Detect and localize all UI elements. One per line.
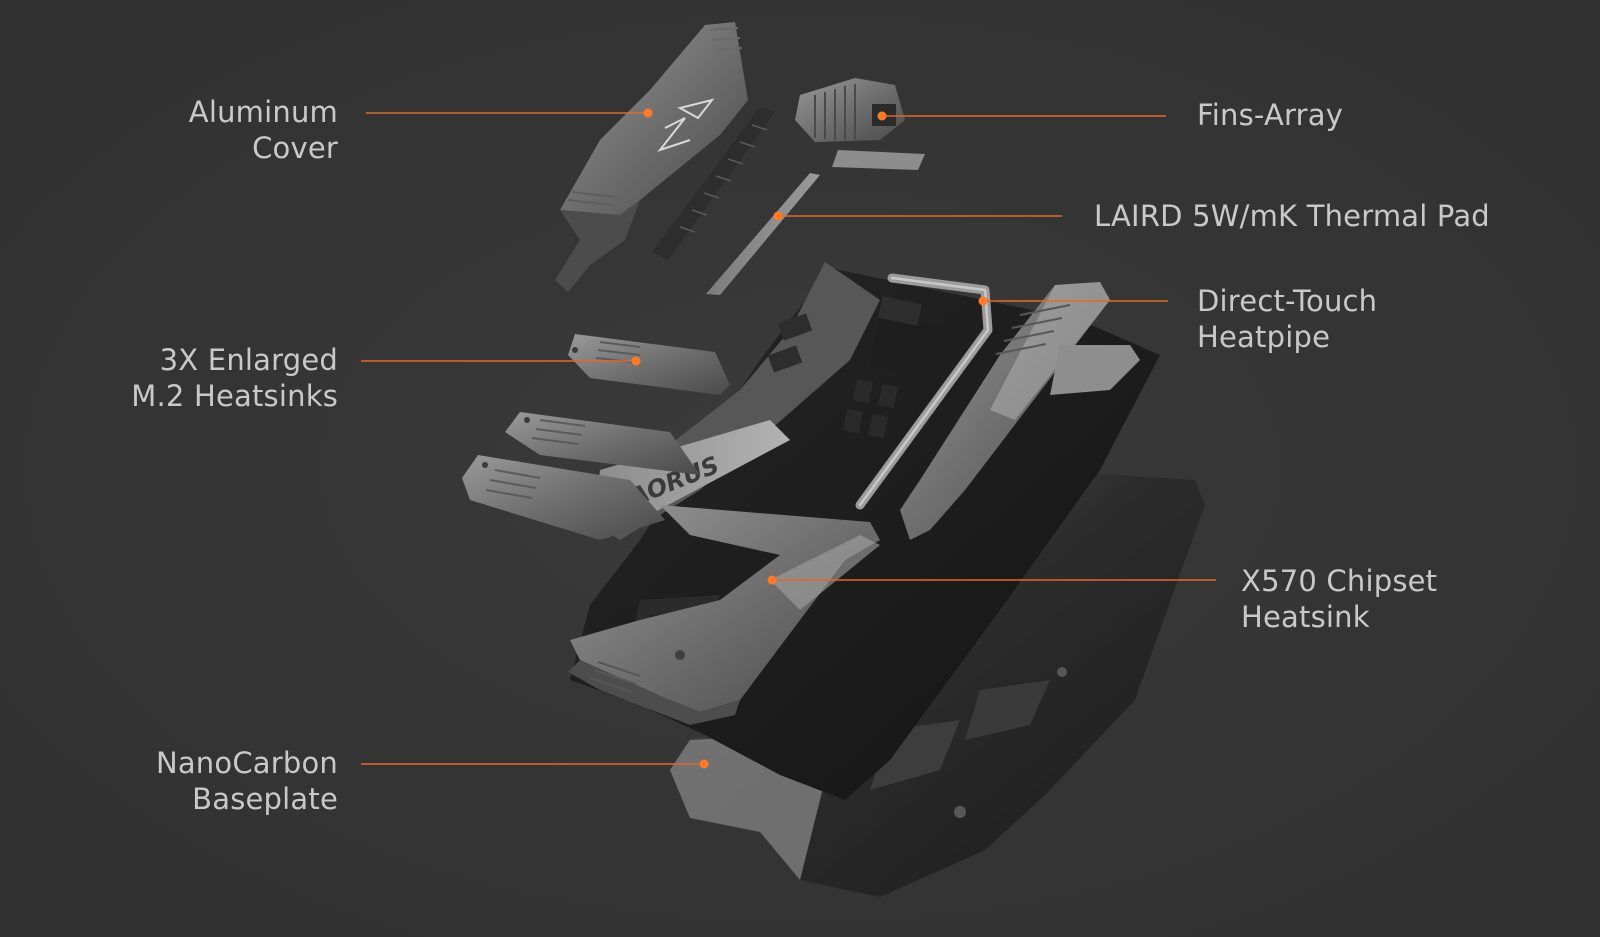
label-fins-array-line1: Fins-Array — [1197, 98, 1344, 132]
aluminum-cover-shape — [555, 22, 748, 292]
label-chipset-heatsink: X570 Chipset Heatsink — [1241, 563, 1437, 635]
label-baseplate: NanoCarbon Baseplate — [156, 745, 338, 817]
callout-dots — [631, 108, 988, 769]
label-heatpipe: Direct-Touch Heatpipe — [1197, 283, 1377, 355]
label-aluminum-cover-line2: Cover — [252, 131, 338, 165]
label-heatpipe-line2: Heatpipe — [1197, 320, 1331, 354]
leader-lines — [361, 112, 1216, 765]
label-heatpipe-line1: Direct-Touch — [1197, 284, 1378, 318]
label-m2-heatsinks-line1: 3X Enlarged — [159, 343, 338, 377]
fin-bar-shape — [652, 107, 775, 260]
fins-array-shape — [795, 78, 905, 142]
dot-aluminum-cover — [643, 108, 653, 118]
label-m2-heatsinks-line2: M.2 Heatsinks — [131, 379, 338, 413]
label-thermal-pad-line1: LAIRD 5W/mK Thermal Pad — [1094, 199, 1490, 233]
chipset-heatsink-shape — [568, 505, 880, 725]
label-chipset-heatsink-line1: X570 Chipset — [1241, 564, 1438, 598]
label-baseplate-line1: NanoCarbon — [155, 746, 338, 780]
label-chipset-heatsink-line2: Heatsink — [1241, 600, 1370, 634]
label-baseplate-line2: Baseplate — [192, 782, 338, 816]
dot-heatpipe — [978, 296, 988, 306]
label-m2-heatsinks: 3X Enlarged M.2 Heatsinks — [131, 342, 338, 414]
vrm-heatsink-shape — [900, 282, 1140, 540]
m2-heatsinks-shape — [462, 334, 730, 540]
label-fins-array: Fins-Array — [1197, 97, 1343, 133]
thermal-pad-shape — [706, 150, 925, 295]
dot-baseplate — [699, 759, 709, 769]
dot-chipset-heatsink — [767, 575, 777, 585]
dot-thermal-pad — [773, 211, 783, 221]
label-thermal-pad: LAIRD 5W/mK Thermal Pad — [1094, 198, 1490, 234]
dot-m2-heatsinks — [631, 356, 641, 366]
label-aluminum-cover: Aluminum Cover — [189, 94, 338, 166]
heatpipe-shape — [855, 273, 993, 510]
label-aluminum-cover-line1: Aluminum — [188, 95, 338, 129]
dot-fins-array — [877, 111, 887, 121]
